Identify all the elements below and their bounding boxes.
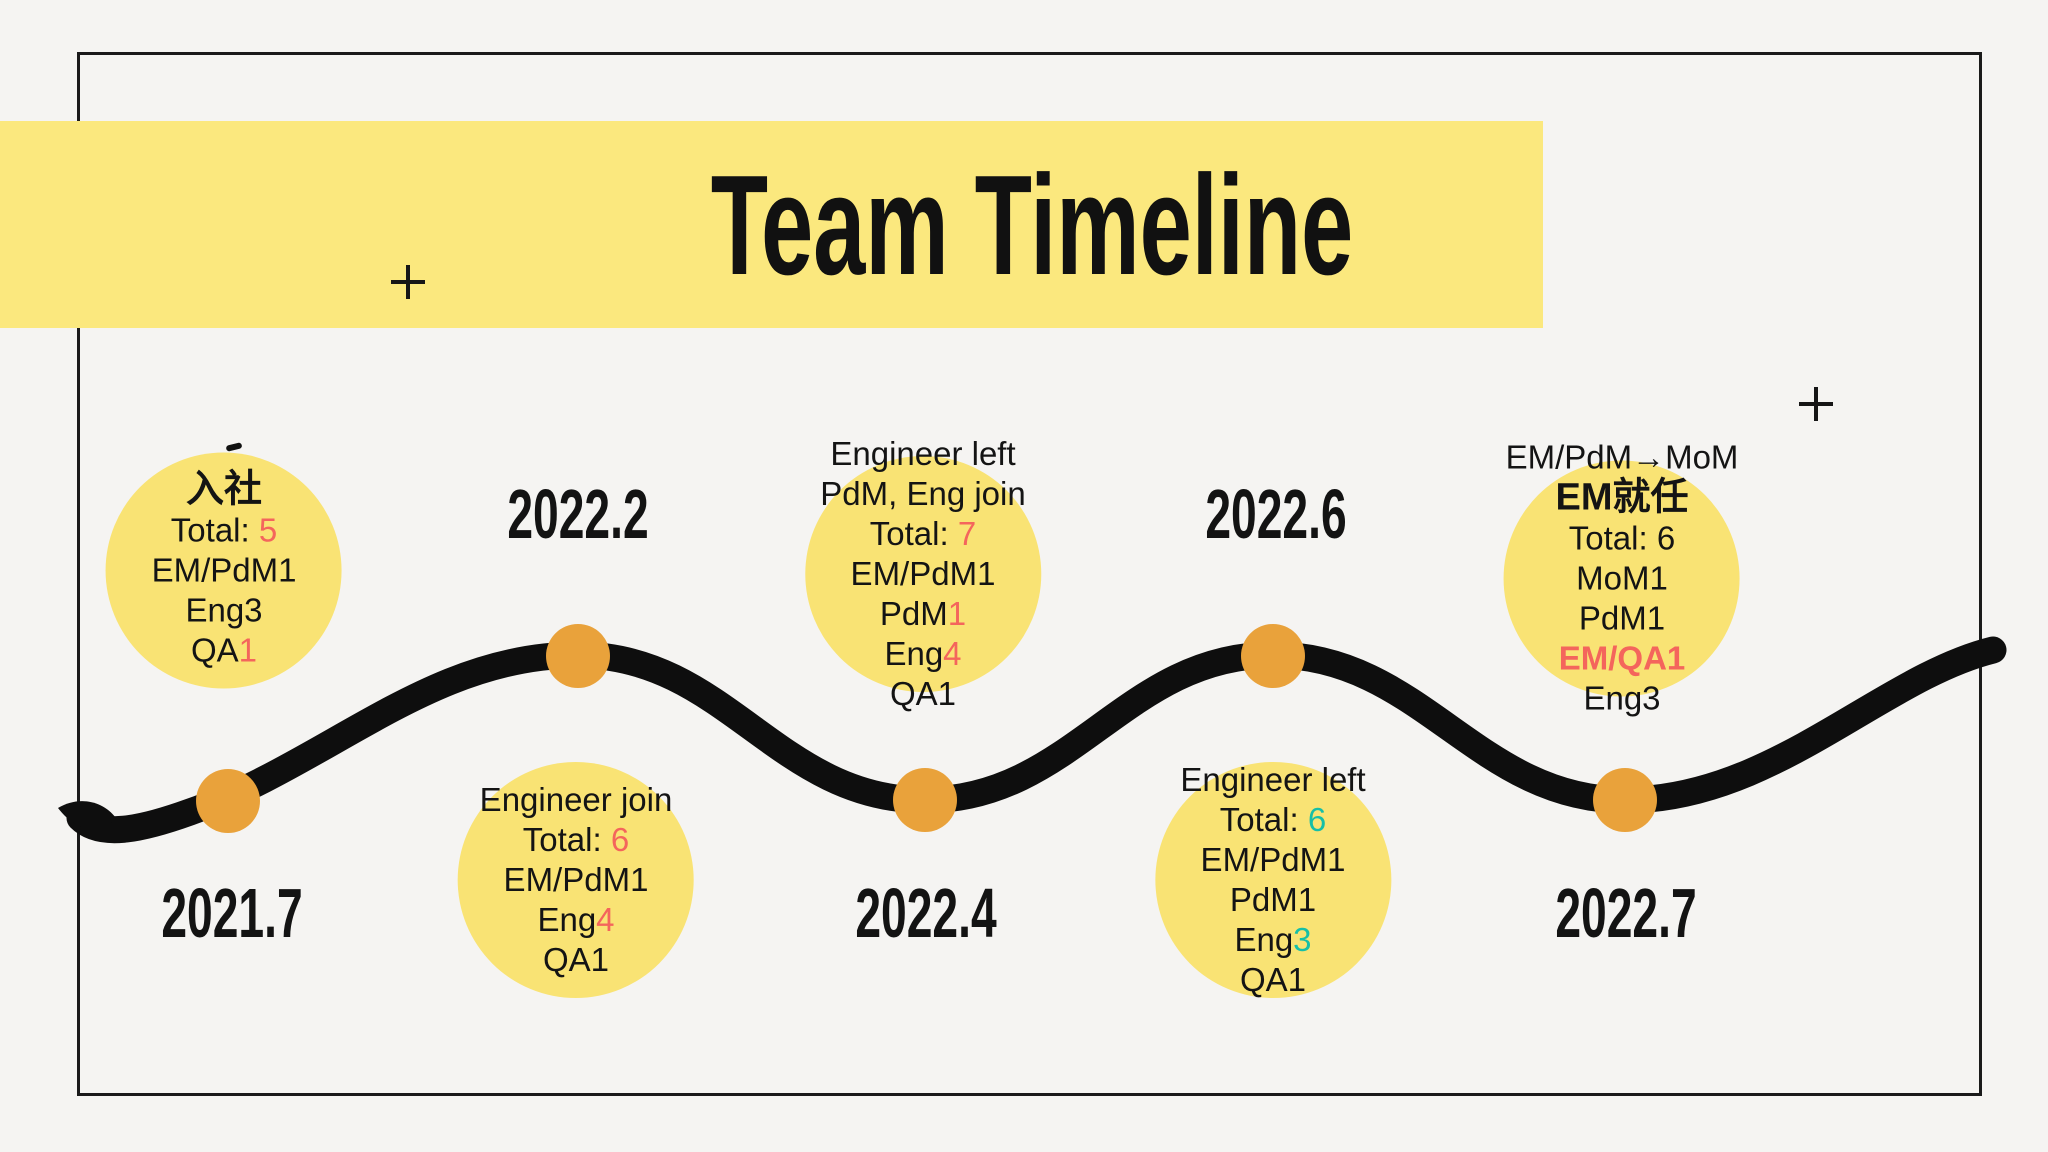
bubble-line: EM/PdM→MoM [1505, 438, 1739, 476]
bubble-line: Total: 7 [869, 515, 977, 552]
timeline-dot [893, 768, 957, 832]
date-label-2022-7: 2022.7 [1555, 874, 1697, 952]
date-label-2021-7: 2021.7 [161, 874, 303, 952]
bubble-line: EM/PdM1 [151, 551, 297, 589]
date-label-2022-2: 2022.2 [507, 475, 649, 553]
bubble-line: QA1 [190, 631, 258, 669]
bubble-circle [106, 452, 342, 688]
page-title: Team Timeline [710, 146, 1354, 305]
bubble-line: PdM1 [1229, 881, 1317, 918]
timeline-dot [196, 769, 260, 833]
bubble-line: PdM1 [879, 595, 967, 632]
bubble-line: EM/QA1 [1558, 639, 1686, 677]
bubble-line: EM/PdM1 [850, 555, 996, 592]
title-banner [0, 121, 1543, 328]
bubble-line: Eng4 [884, 635, 962, 672]
bubble-line: Eng3 [1234, 921, 1312, 958]
slide-border-frame [77, 52, 1982, 1096]
bubble-line: QA1 [1239, 961, 1307, 998]
bubble-line: Total: 6 [1219, 801, 1327, 838]
bubble-line: PdM, Eng join [820, 475, 1026, 512]
bubble-line: EM就任 [1555, 476, 1689, 519]
date-label-2022-6: 2022.6 [1205, 475, 1347, 553]
bubble-line: MoM1 [1576, 559, 1668, 597]
bubble-line: QA1 [542, 941, 610, 978]
timeline-dot [546, 624, 610, 688]
bubble-line: Total: 6 [522, 821, 630, 858]
bubble-line: Engineer left [1180, 761, 1366, 798]
bubble-line: Total: 6 [1568, 519, 1676, 557]
bubble-circle [457, 762, 694, 998]
date-label-2022-4: 2022.4 [855, 874, 997, 952]
bubble-line: EM/PdM1 [503, 861, 649, 898]
bubble-line: PdM1 [1578, 599, 1666, 637]
bubble-circle [804, 456, 1041, 692]
bubble-line: Engineer left [830, 435, 1016, 472]
bubble-line: Eng4 [537, 901, 615, 938]
timeline-brush-tip [58, 801, 116, 830]
bubble-line: Engineer join [479, 781, 673, 818]
bubble-line: EM/PdM1 [1200, 841, 1346, 878]
bubble-line: Eng3 [185, 591, 263, 629]
bubble-circle [1154, 762, 1391, 998]
bubble-circle [1503, 460, 1740, 696]
bubble-line: Total: 5 [170, 511, 278, 549]
timeline-dot [1593, 768, 1657, 832]
bubble-line: QA1 [889, 675, 957, 712]
timeline-dot [1241, 624, 1305, 688]
bubble-line: Eng3 [1583, 679, 1661, 717]
bubble-line: 入社 [185, 468, 262, 511]
